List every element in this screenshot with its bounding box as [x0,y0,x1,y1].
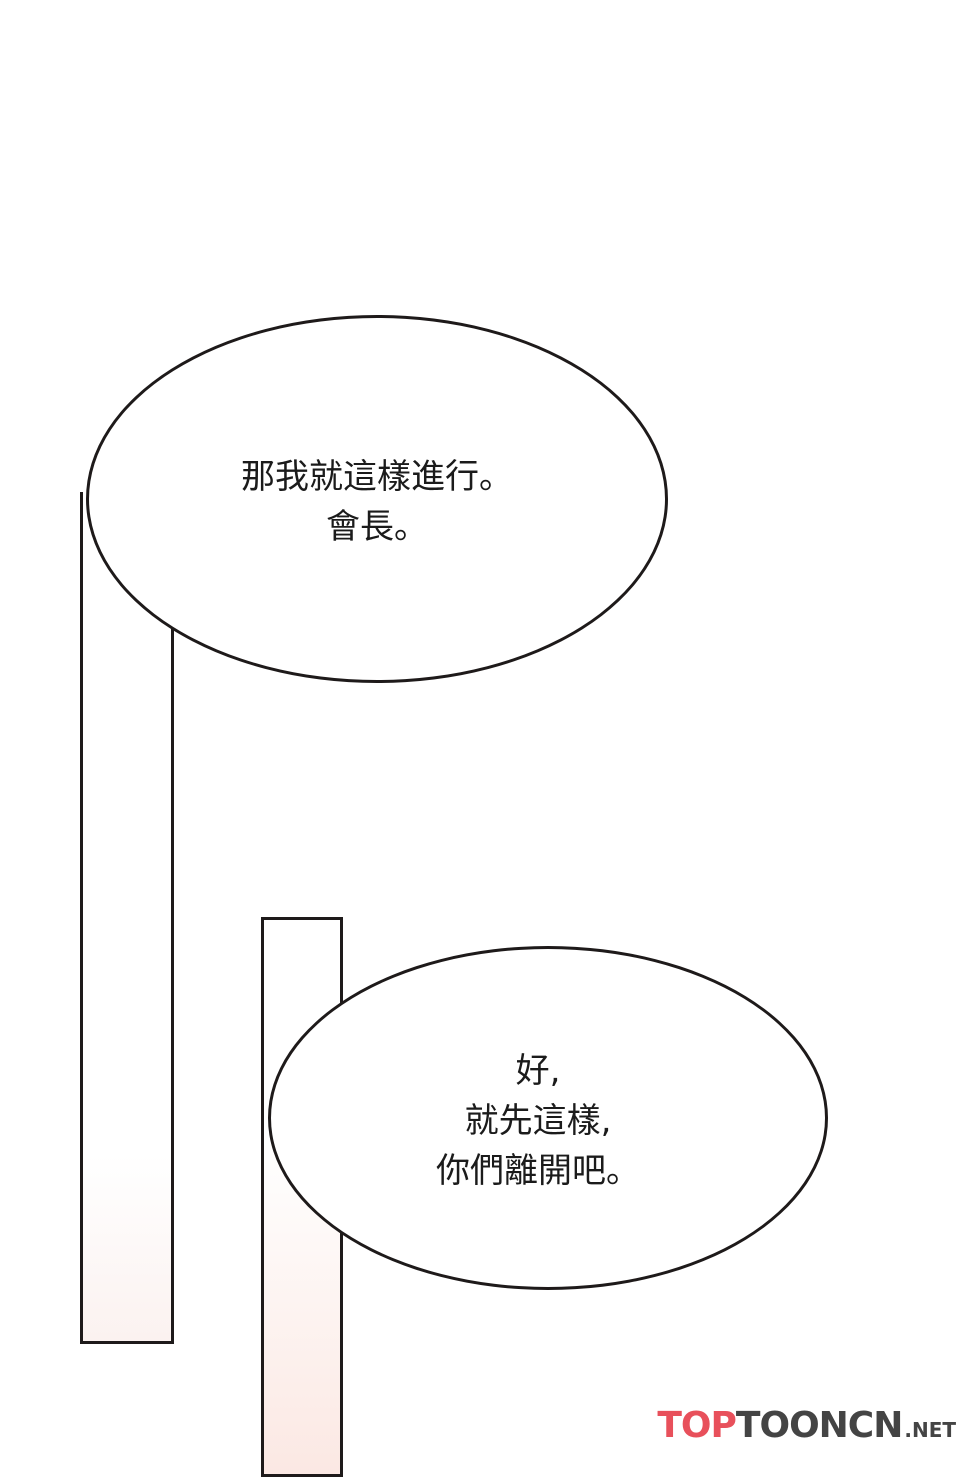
watermark-logo: TOP TOONCN .NET [657,1405,956,1446]
speech-bubble-top: 那我就這樣進行。 會長。 [86,315,668,683]
dialogue-text: 好, 就先這樣, 你們離開吧。 [436,1046,640,1196]
dialogue-line: 你們離開吧。 [436,1151,640,1191]
speech-bubble-bottom: 好, 就先這樣, 你們離開吧。 [268,946,828,1290]
dialogue-line: 那我就這樣進行。 [241,457,513,497]
dialogue-line: 好, [515,1051,561,1091]
watermark-tooncn: TOONCN [735,1405,903,1446]
watermark-top: TOP [657,1405,737,1446]
dialogue-line: 會長。 [326,507,428,547]
dialogue-line: 就先這樣, [464,1101,612,1141]
panel-frame-left [80,492,174,1344]
dialogue-text: 那我就這樣進行。 會長。 [241,452,513,552]
watermark-net: .NET [904,1418,956,1442]
